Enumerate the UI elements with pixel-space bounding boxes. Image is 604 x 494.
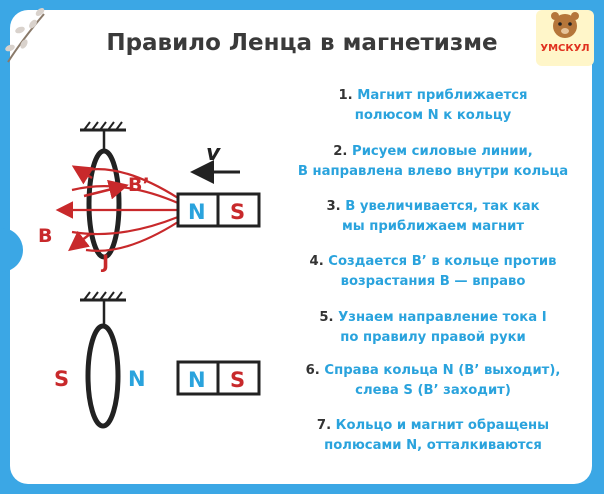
step-number: 2.	[333, 144, 348, 159]
step-text: Кольцо и магнит обращены	[335, 418, 550, 433]
bottom-ring	[85, 323, 121, 429]
step-text: B увеличивается, так как	[345, 199, 540, 214]
label-velocity: v	[206, 141, 221, 166]
page-title: Правило Ленца в магнетизме	[106, 30, 498, 56]
step-number: 5.	[319, 310, 334, 325]
bottom-ring-s: S	[54, 367, 69, 391]
b-prime-arrow	[83, 179, 129, 200]
bottom-magnet	[176, 360, 261, 396]
step-7: 7. Кольцо и магнит обращены полюсами N, о…	[270, 416, 596, 456]
label-current: J	[100, 251, 109, 273]
top-ring	[86, 148, 122, 260]
step-text: B направлена влево внутри кольца	[297, 164, 569, 179]
step-3: 3. B увеличивается, так как мы приближаем…	[270, 197, 596, 237]
bear-mascot-logo: УМСКУЛ	[534, 6, 596, 68]
step-text: мы приближаем магнит	[341, 219, 525, 234]
logo-text: УМСКУЛ	[540, 43, 590, 54]
step-text: Справа кольца N (B’ выходит),	[324, 363, 561, 378]
step-text: слева S (B’ заходит)	[355, 383, 511, 398]
step-number: 7.	[316, 418, 332, 433]
step-text: полюсом N к кольцу	[354, 108, 512, 123]
top-magnet-s: S	[230, 200, 245, 224]
step-6: 6. Справа кольца N (B’ выходит), слева S …	[270, 361, 596, 401]
step-1: 1. Магнит приближается полюсом N к кольцу	[270, 86, 596, 126]
bottom-magnet-n: N	[188, 368, 206, 392]
bottom-magnet-s: S	[230, 368, 245, 392]
step-text: Узнаем направление тока I	[338, 310, 547, 325]
step-2: 2. Рисуем силовые линии, B направлена вле…	[270, 142, 596, 182]
top-magnet-n: N	[188, 200, 206, 224]
current-arrow-bottom	[68, 230, 91, 252]
step-number: 4.	[309, 254, 324, 269]
top-magnet	[176, 192, 261, 228]
bottom-ring-n: N	[128, 367, 146, 391]
step-number: 1.	[338, 88, 353, 103]
step-text: по правилу правой руки	[340, 330, 526, 345]
step-5: 5. Узнаем направление тока I по правилу п…	[270, 308, 596, 348]
top-mount	[80, 121, 126, 152]
step-text: Создается B’ в кольце против	[328, 254, 557, 269]
step-4: 4. Создается B’ в кольце против возрастан…	[270, 252, 596, 292]
bottom-mount	[80, 291, 126, 326]
current-arrow-top	[71, 165, 95, 185]
content-card	[10, 10, 592, 484]
step-number: 3.	[326, 199, 341, 214]
frame-notch	[0, 228, 23, 272]
step-text: Рисуем силовые линии,	[352, 144, 533, 159]
step-number: 6.	[305, 363, 320, 378]
step-text: Магнит приближается	[357, 88, 528, 103]
label-b-prime: B’	[128, 174, 150, 196]
label-b: B	[38, 225, 52, 247]
step-text: возрастания B — вправо	[340, 274, 526, 289]
step-text: полюсами N, отталкиваются	[324, 438, 542, 453]
